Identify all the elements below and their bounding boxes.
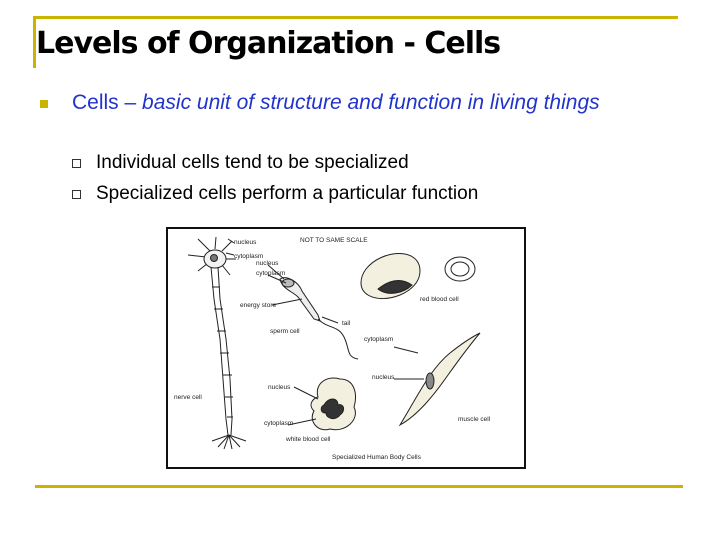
nerve-nucleus-label: nucleus (234, 239, 257, 246)
muscle-cell-drawing (393, 332, 481, 427)
sperm-cell-drawing (267, 264, 359, 360)
checkbox-bullet-icon (72, 190, 81, 199)
slide-title: Levels of Organization - Cells (36, 26, 501, 61)
wbc-cytoplasm-label: cytoplasm (264, 420, 293, 427)
tail-label: tail (342, 320, 351, 327)
muscle-nucleus-label: nucleus (372, 374, 395, 381)
scale-note: NOT TO SAME SCALE (300, 237, 368, 244)
left-rule (33, 16, 36, 68)
sub-bullet-text: Individual cells tend to be specialized (96, 152, 409, 173)
nerve-cell-label: nerve cell (174, 394, 202, 401)
main-bullet-definition: basic unit of structure and function in … (142, 91, 600, 114)
sperm-cytoplasm-label: cytoplasm (256, 270, 285, 277)
red-blood-cell-label: red blood cell (420, 296, 459, 303)
muscle-cytoplasm-label: cytoplasm (364, 336, 393, 343)
energy-store-label: energy store (240, 302, 277, 309)
sperm-cell-label: sperm cell (270, 328, 300, 335)
nerve-cell-drawing (187, 236, 247, 450)
muscle-cell-label: muscle cell (458, 416, 491, 423)
bullet-square-icon (40, 100, 48, 108)
sub-bullet-text: Specialized cells perform a particular f… (96, 183, 479, 204)
top-rule (33, 16, 678, 19)
cells-figure: nucleus cytoplasm nerve cell NOT TO SAME… (166, 227, 526, 469)
bottom-rule (35, 485, 683, 488)
white-blood-cell-drawing (287, 377, 356, 431)
figure-caption: Specialized Human Body Cells (332, 454, 422, 461)
main-bullet: Cells – basic unit of structure and func… (72, 87, 682, 118)
checkbox-bullet-icon (72, 159, 81, 168)
main-bullet-dash: – (118, 91, 143, 114)
red-blood-cell-drawing (360, 253, 476, 300)
white-blood-cell-label: white blood cell (285, 436, 331, 443)
wbc-nucleus-label: nucleus (268, 384, 291, 391)
cells-illustration: nucleus cytoplasm nerve cell NOT TO SAME… (174, 236, 491, 461)
sperm-nucleus-label: nucleus (256, 260, 279, 267)
nerve-cytoplasm-label: cytoplasm (234, 253, 263, 260)
main-bullet-term: Cells (72, 91, 119, 114)
